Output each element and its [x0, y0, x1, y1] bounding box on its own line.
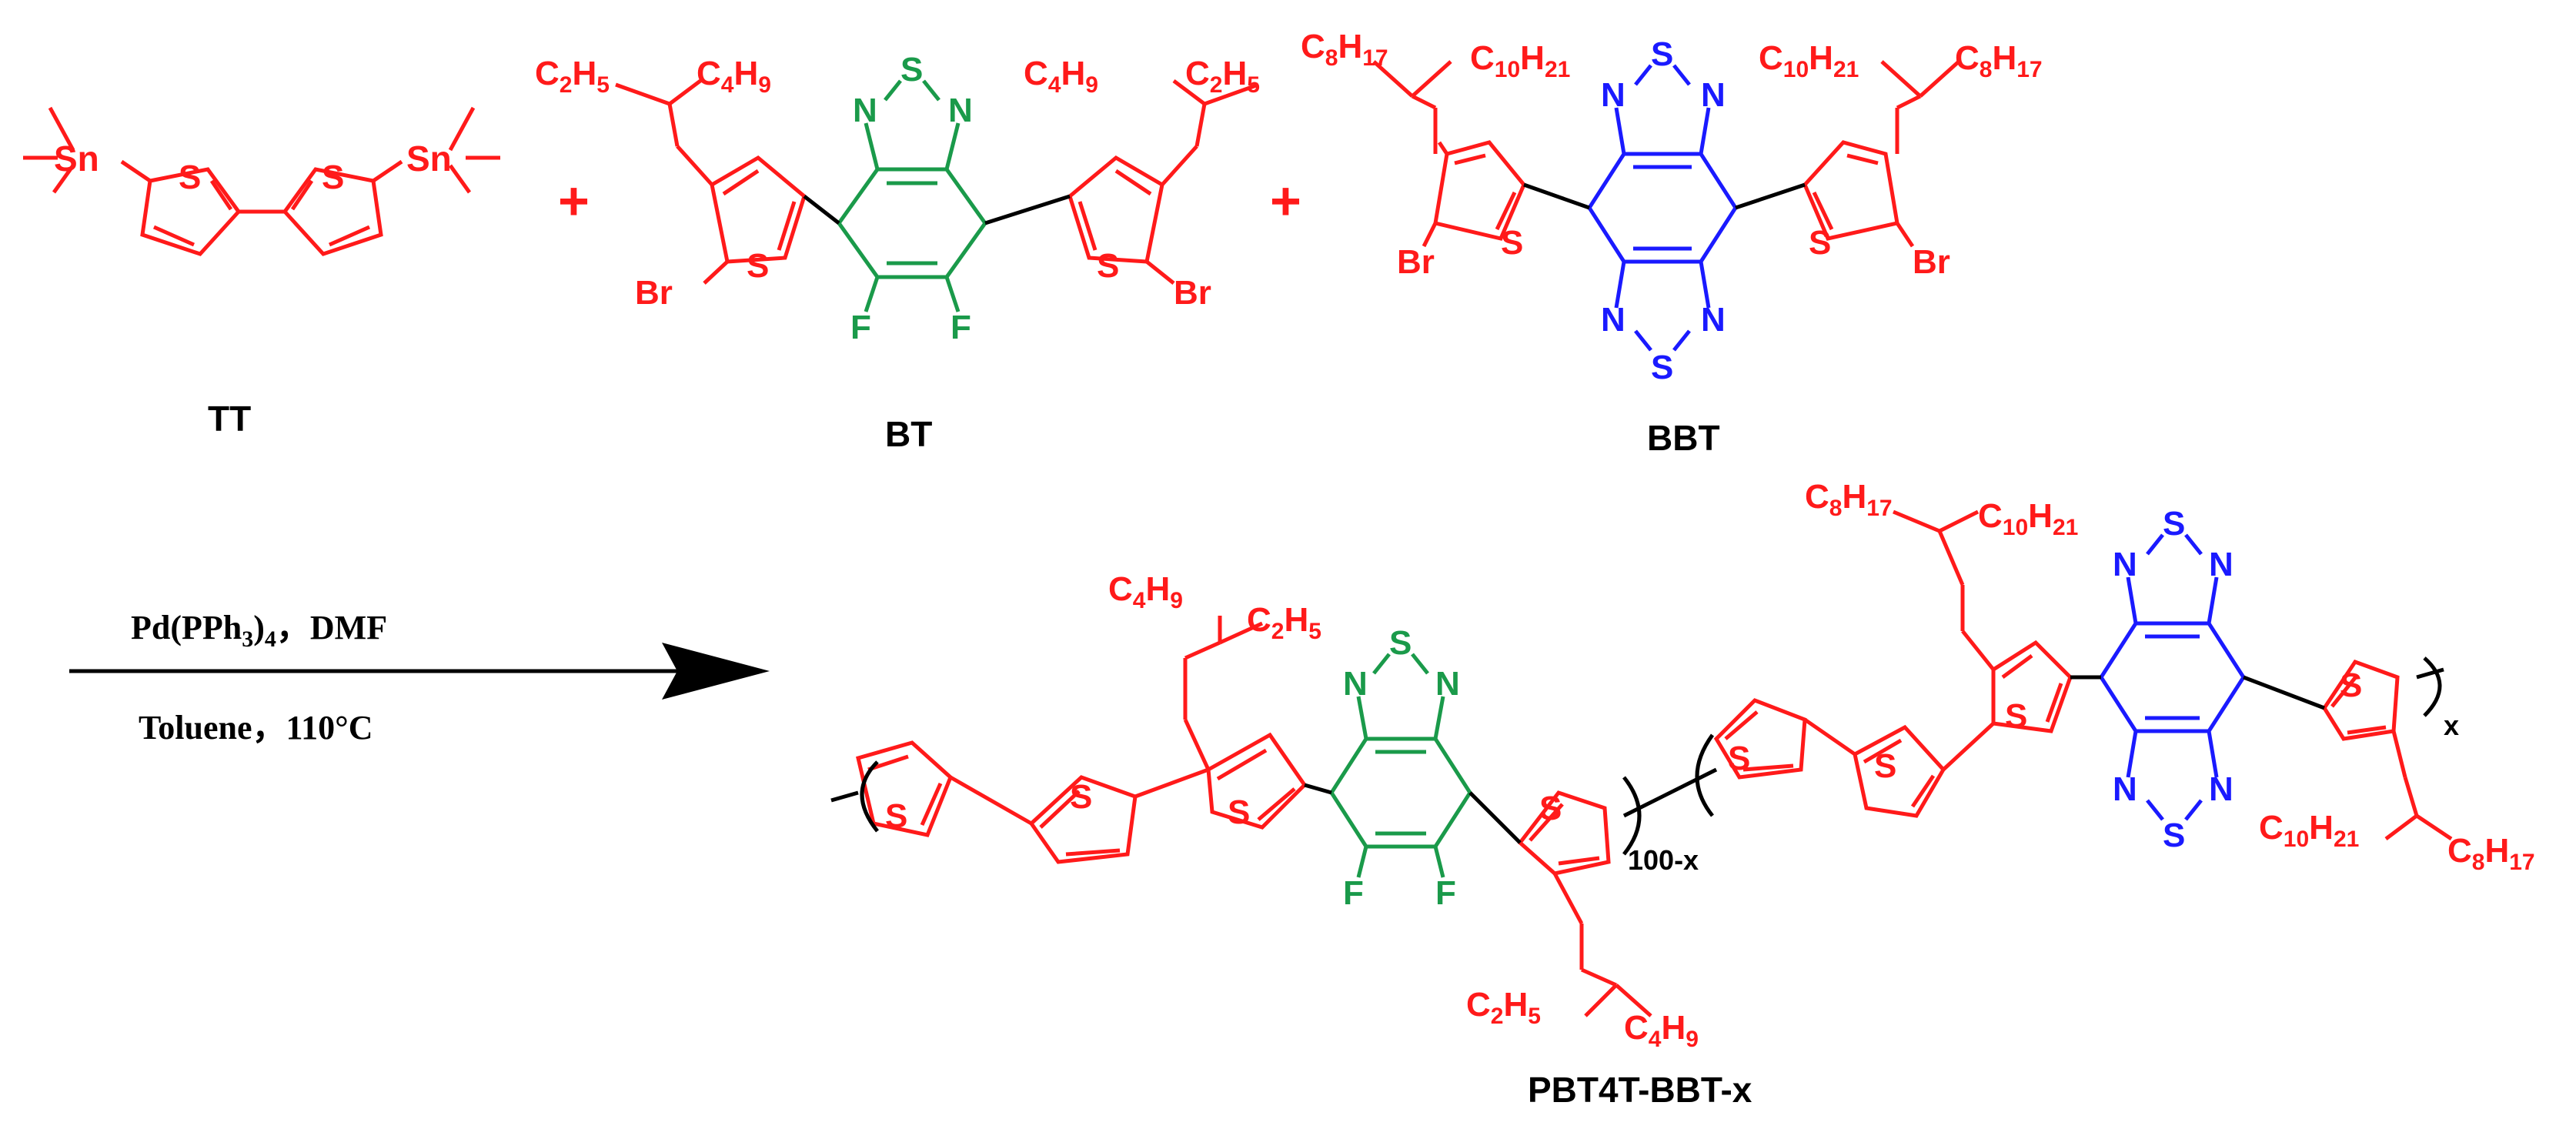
tt-sn-right-label: Sn [406, 139, 452, 179]
bt-c2h5-left: C2H5 [535, 55, 610, 98]
bbt-bond-left [1523, 182, 1590, 210]
poly-s-8: S [2340, 666, 2362, 704]
poly-s-1: S [885, 797, 907, 835]
poly-s-4: S [1539, 790, 1562, 827]
poly-bt-s: S [1389, 624, 1412, 662]
bt-s-thio-right-label: S [1097, 247, 1119, 285]
poly-c8h17-bottom: C8H17 [2447, 832, 2535, 875]
plus-sign-2: + [1270, 171, 1301, 231]
poly-c10h21-bottom: C10H21 [2259, 809, 2359, 852]
bt-bond-left [803, 195, 840, 225]
bbt-c10h21-left: C10H21 [1470, 39, 1570, 82]
bt-label: BT [885, 414, 932, 454]
bbt-n-br-label: N [1701, 301, 1726, 339]
bt-s-label: S [900, 51, 923, 89]
bbt-bond-right [1735, 182, 1806, 210]
tt-sn-left-label: Sn [54, 139, 99, 179]
poly-s-2: S [1070, 778, 1092, 816]
poly-subscript-100-x: 100-x [1628, 844, 1699, 876]
conditions-catalyst: Pd(PPh3)4，DMF [131, 609, 387, 652]
bt-n-right-label: N [948, 92, 973, 129]
poly-bt-f-right: F [1435, 874, 1456, 912]
bbt-n-tl-label: N [1601, 76, 1625, 114]
polymer-black-bonds [830, 656, 2444, 856]
bbt-s-bottom-label: S [1651, 349, 1673, 386]
bbt-molecule-red [1372, 60, 1960, 248]
poly-bt-n-left: N [1343, 665, 1368, 703]
bbt-n-tr-label: N [1701, 76, 1726, 114]
poly-c4h9-top: C4H9 [1108, 570, 1183, 613]
plus-sign-1: + [558, 171, 590, 231]
poly-bt-n-right: N [1435, 665, 1460, 703]
poly-bbt-n-bl: N [2113, 770, 2137, 808]
poly-bbt-n-tl: N [2113, 546, 2137, 583]
conditions-solvent-temp: Toluene，110°C [139, 709, 373, 747]
bt-core-green [836, 79, 988, 312]
poly-subscript-x: x [2444, 710, 2459, 741]
bt-f-left-label: F [850, 309, 871, 346]
bbt-s-thio-left-label: S [1501, 224, 1523, 262]
tt-molecule [23, 106, 500, 256]
poly-bbt-s-top: S [2163, 505, 2185, 543]
bt-molecule-red [615, 79, 1259, 285]
poly-bbt-n-br: N [2209, 770, 2234, 808]
bt-br-left-label: Br [635, 274, 673, 312]
bbt-c8h17-left: C8H17 [1301, 28, 1388, 71]
poly-bbt-n-tr: N [2209, 546, 2234, 583]
bt-c2h5-right: C2H5 [1185, 55, 1260, 98]
bt-c4h9-left: C4H9 [697, 55, 771, 98]
tt-label: TT [208, 399, 251, 439]
poly-bbt-s-bottom: S [2163, 817, 2185, 854]
poly-bt-f-left: F [1343, 874, 1364, 912]
bbt-n-bl-label: N [1601, 301, 1625, 339]
bt-n-left-label: N [853, 92, 877, 129]
poly-c8h17-top: C8H17 [1805, 478, 1893, 521]
tt-s-right-label: S [322, 159, 344, 196]
bbt-c8h17-right: C8H17 [1955, 39, 2043, 82]
reaction-arrow-head [662, 643, 770, 700]
poly-s-5: S [1728, 740, 1750, 777]
bt-s-thio-left-label: S [747, 247, 769, 285]
bbt-label: BBT [1647, 418, 1720, 458]
bbt-s-top-label: S [1651, 35, 1673, 73]
poly-c2h5-bottom: C2H5 [1466, 986, 1541, 1029]
poly-c4h9-bottom: C4H9 [1624, 1009, 1699, 1052]
poly-c10h21-top: C10H21 [1978, 497, 2078, 540]
poly-s-7: S [2005, 697, 2027, 735]
bt-bond-right [984, 194, 1071, 225]
bbt-br-right-label: Br [1913, 243, 1950, 281]
bt-br-right-label: Br [1174, 274, 1211, 312]
polymer-red [856, 509, 2453, 1017]
product-label: PBT4T-BBT-x [1528, 1070, 1752, 1110]
poly-s-6: S [1874, 747, 1896, 785]
poly-c2h5-top: C2H5 [1247, 601, 1321, 644]
bbt-c10h21-right: C10H21 [1759, 39, 1859, 82]
poly-s-3: S [1228, 793, 1250, 831]
bbt-s-thio-right-label: S [1809, 224, 1831, 262]
bt-f-right-label: F [951, 309, 971, 346]
tt-s-left-label: S [179, 159, 201, 196]
bbt-br-left-label: Br [1397, 243, 1435, 281]
bt-c4h9-right: C4H9 [1024, 55, 1098, 98]
